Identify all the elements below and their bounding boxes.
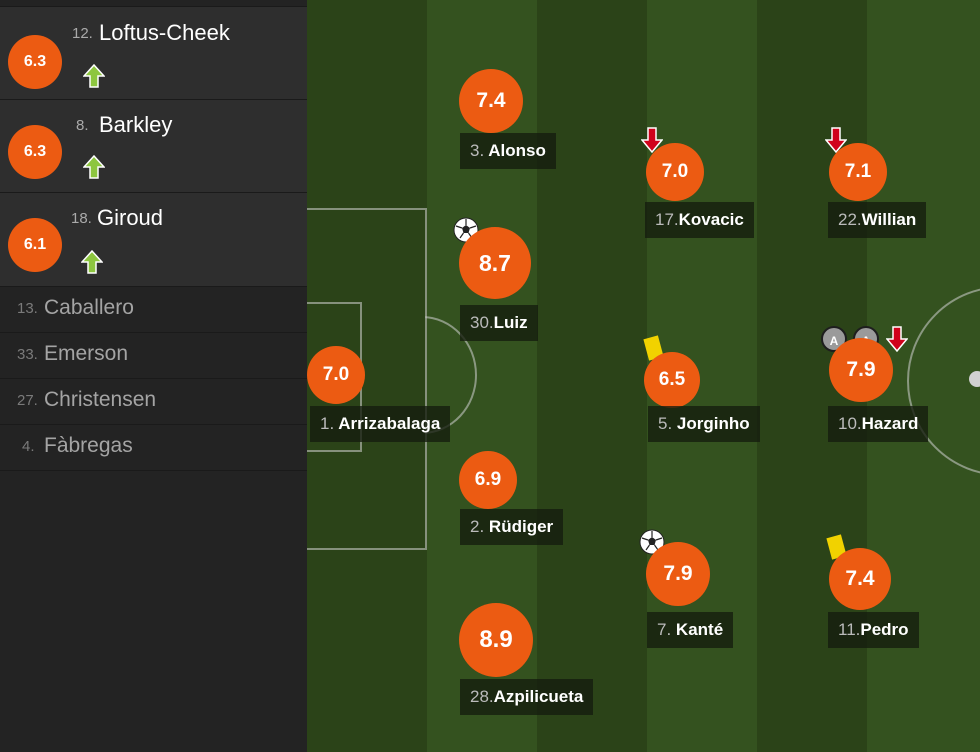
rating-badge: 6.3 [8, 35, 62, 89]
rating-badge: 7.4 [459, 69, 523, 133]
bench-row[interactable]: 4. Fàbregas [0, 425, 307, 471]
rating-badge: 6.5 [644, 352, 700, 408]
pitch: 7.0 1. Arrizabalaga 7.4 3. Alonso 8.7 30… [307, 0, 980, 752]
player-number: 7. [657, 620, 672, 639]
player-number: 4. [22, 438, 35, 455]
bench-row[interactable]: 13. Caballero [0, 287, 307, 333]
sub-in-arrow-icon [83, 155, 105, 179]
bench-row[interactable]: 27. Christensen [0, 379, 307, 425]
player-name: Rüdiger [488, 517, 554, 536]
sub-in-arrow-icon [81, 250, 103, 274]
rating-badge: 8.7 [459, 227, 531, 299]
player-number: 27. [17, 392, 38, 409]
sub-off-arrow-icon [886, 326, 908, 352]
player-name: Loftus-Cheek [99, 20, 230, 45]
player-number: 1. [320, 414, 335, 433]
rating-badge: 6.3 [8, 125, 62, 179]
rating-badge: 7.4 [829, 548, 891, 610]
player-name: Jorginho [676, 414, 750, 433]
player-number: 2. [470, 517, 485, 536]
player-number: 13. [17, 300, 38, 317]
pitch-stripe [537, 0, 647, 752]
player-label: 28.Azpilicueta [460, 679, 594, 715]
player-number: 8. [76, 117, 89, 134]
player-number: 5. [658, 414, 673, 433]
player-label: 5. Jorginho [648, 406, 760, 442]
player-label: 22.Willian [828, 202, 927, 238]
rating-badge: 7.9 [646, 542, 710, 606]
player-label: 1. Arrizabalaga [310, 406, 451, 442]
player-number: 30. [470, 313, 494, 332]
player-label: 3. Alonso [460, 133, 556, 169]
player-number: 17. [655, 210, 679, 229]
rating-badge: 7.9 [829, 338, 893, 402]
player-name: Fàbregas [44, 434, 133, 457]
player-number: 12. [72, 25, 93, 42]
player-number: 22. [838, 210, 862, 229]
player-label: 17.Kovacic [645, 202, 754, 238]
rating-badge: 7.0 [646, 143, 704, 201]
substitute-row[interactable]: 6.3 8. Barkley [0, 99, 307, 193]
player-name: Christensen [44, 388, 157, 411]
center-spot [969, 371, 980, 387]
rating-badge: 6.9 [459, 451, 517, 509]
player-name: Azpilicueta [493, 687, 584, 706]
player-label: 7. Kanté [647, 612, 734, 648]
player-name: Giroud [97, 205, 164, 230]
rating-badge: 6.1 [8, 218, 62, 272]
player-name: Barkley [99, 112, 173, 137]
player-number: 11. [838, 620, 861, 639]
substitute-row[interactable]: 6.3 12. Loftus-Cheek [0, 6, 307, 100]
sub-off-arrow-icon [641, 127, 663, 153]
rating-badge: 7.1 [829, 143, 887, 201]
player-name: Willian [861, 210, 917, 229]
sub-in-arrow-icon [83, 64, 105, 88]
player-number: 10. [838, 414, 862, 433]
player-number: 28. [470, 687, 494, 706]
player-name: Arrizabalaga [338, 414, 441, 433]
rating-badge: 8.9 [459, 603, 533, 677]
player-name: Kovacic [678, 210, 744, 229]
player-name: Hazard [861, 414, 919, 433]
rating-badge: 7.0 [307, 346, 365, 404]
substitutes-panel: 6.3 12. Loftus-Cheek 6.3 8. Barkley 6.1 … [0, 0, 307, 752]
sub-off-arrow-icon [825, 127, 847, 153]
player-name: Alonso [488, 141, 546, 160]
player-label: 10.Hazard [828, 406, 929, 442]
player-name: Kanté [675, 620, 724, 639]
player-label: 11.Pedro [828, 612, 919, 648]
player-label: 2. Rüdiger [460, 509, 564, 545]
player-name: Luiz [493, 313, 528, 332]
bench-row[interactable]: 33. Emerson [0, 333, 307, 379]
player-number: 33. [17, 346, 38, 363]
player-label: 30.Luiz [460, 305, 538, 341]
player-number: 18. [71, 210, 92, 227]
substitute-row[interactable]: 6.1 18. Giroud [0, 192, 307, 287]
player-name: Emerson [44, 342, 129, 365]
player-name: Caballero [44, 296, 134, 319]
player-name: Pedro [860, 620, 909, 639]
player-number: 3. [470, 141, 485, 160]
